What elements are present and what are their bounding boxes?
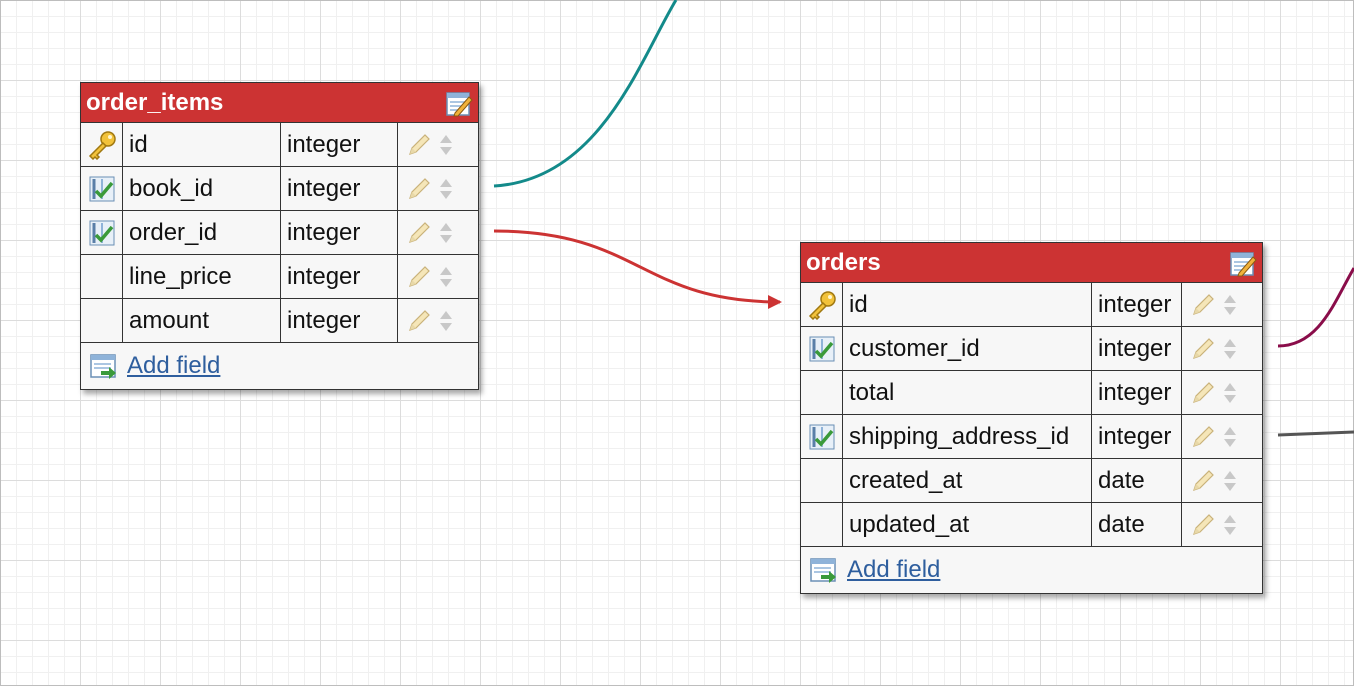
field-row[interactable]: customer_id integer (801, 327, 1262, 371)
field-row[interactable]: created_at date (801, 459, 1262, 503)
foreign-key-icon (89, 220, 114, 245)
updown-arrows-icon[interactable] (438, 220, 454, 246)
field-name[interactable]: updated_at (843, 503, 1092, 546)
field-name[interactable]: total (843, 371, 1092, 414)
pencil-icon[interactable] (1190, 424, 1216, 450)
link-book-id[interactable] (493, 0, 678, 188)
add-field-link[interactable]: Add field (127, 352, 221, 379)
field-name[interactable]: order_id (123, 211, 281, 254)
updown-arrows-icon[interactable] (1222, 336, 1238, 362)
field-row[interactable]: id integer (801, 283, 1262, 327)
table-header[interactable]: orders (801, 243, 1262, 283)
table-header[interactable]: order_items (81, 83, 478, 123)
foreign-key-icon (89, 176, 114, 201)
pencil-icon[interactable] (1190, 292, 1216, 318)
updown-arrows-icon[interactable] (1222, 292, 1238, 318)
field-name[interactable]: id (123, 123, 281, 166)
table-order-items[interactable]: order_items id integer (80, 82, 479, 390)
field-row[interactable]: order_id integer (81, 211, 478, 255)
field-row[interactable]: updated_at date (801, 503, 1262, 547)
table-title: orders (806, 248, 881, 276)
field-name[interactable]: id (843, 283, 1092, 326)
updown-arrows-icon[interactable] (438, 308, 454, 334)
field-name[interactable]: amount (123, 299, 281, 342)
add-field-icon[interactable] (809, 556, 839, 584)
updown-arrows-icon[interactable] (438, 132, 454, 158)
add-field-row: Add field (801, 547, 1262, 593)
updown-arrows-icon[interactable] (1222, 380, 1238, 406)
updown-arrows-icon[interactable] (1222, 512, 1238, 538)
edit-table-icon[interactable] (445, 89, 473, 117)
pencil-icon[interactable] (1190, 468, 1216, 494)
foreign-key-icon (809, 424, 834, 449)
field-name[interactable]: customer_id (843, 327, 1092, 370)
field-row[interactable]: book_id integer (81, 167, 478, 211)
table-title: order_items (86, 88, 224, 116)
pencil-icon[interactable] (406, 220, 432, 246)
field-type[interactable]: integer (1092, 327, 1182, 370)
key-icon (88, 130, 116, 160)
field-type[interactable]: integer (1092, 371, 1182, 414)
field-name[interactable]: shipping_address_id (843, 415, 1092, 458)
field-row[interactable]: id integer (81, 123, 478, 167)
field-type[interactable]: date (1092, 459, 1182, 502)
link-order-id-to-orders[interactable] (493, 229, 782, 309)
edit-table-icon[interactable] (1229, 249, 1257, 277)
field-type[interactable]: integer (281, 255, 398, 298)
field-name[interactable]: created_at (843, 459, 1092, 502)
pencil-icon[interactable] (406, 132, 432, 158)
field-type[interactable]: integer (281, 299, 398, 342)
field-row[interactable]: line_price integer (81, 255, 478, 299)
field-type[interactable]: date (1092, 503, 1182, 546)
field-type[interactable]: integer (281, 123, 398, 166)
field-row[interactable]: shipping_address_id integer (801, 415, 1262, 459)
field-type[interactable]: integer (1092, 283, 1182, 326)
field-row[interactable]: total integer (801, 371, 1262, 415)
foreign-key-icon (809, 336, 834, 361)
field-type[interactable]: integer (281, 211, 398, 254)
key-icon (808, 290, 836, 320)
add-field-link[interactable]: Add field (847, 556, 941, 583)
add-field-row: Add field (81, 343, 478, 389)
add-field-icon[interactable] (89, 352, 119, 380)
pencil-icon[interactable] (406, 264, 432, 290)
link-shipping-address-id[interactable] (1277, 430, 1354, 437)
field-name[interactable]: line_price (123, 255, 281, 298)
field-type[interactable]: integer (281, 167, 398, 210)
field-type[interactable]: integer (1092, 415, 1182, 458)
field-row[interactable]: amount integer (81, 299, 478, 343)
link-customer-id[interactable] (1277, 267, 1354, 348)
updown-arrows-icon[interactable] (1222, 468, 1238, 494)
field-name[interactable]: book_id (123, 167, 281, 210)
updown-arrows-icon[interactable] (438, 176, 454, 202)
table-orders[interactable]: orders id integer (800, 242, 1263, 594)
pencil-icon[interactable] (1190, 336, 1216, 362)
pencil-icon[interactable] (1190, 512, 1216, 538)
pencil-icon[interactable] (1190, 380, 1216, 406)
updown-arrows-icon[interactable] (1222, 424, 1238, 450)
pencil-icon[interactable] (406, 308, 432, 334)
pencil-icon[interactable] (406, 176, 432, 202)
updown-arrows-icon[interactable] (438, 264, 454, 290)
